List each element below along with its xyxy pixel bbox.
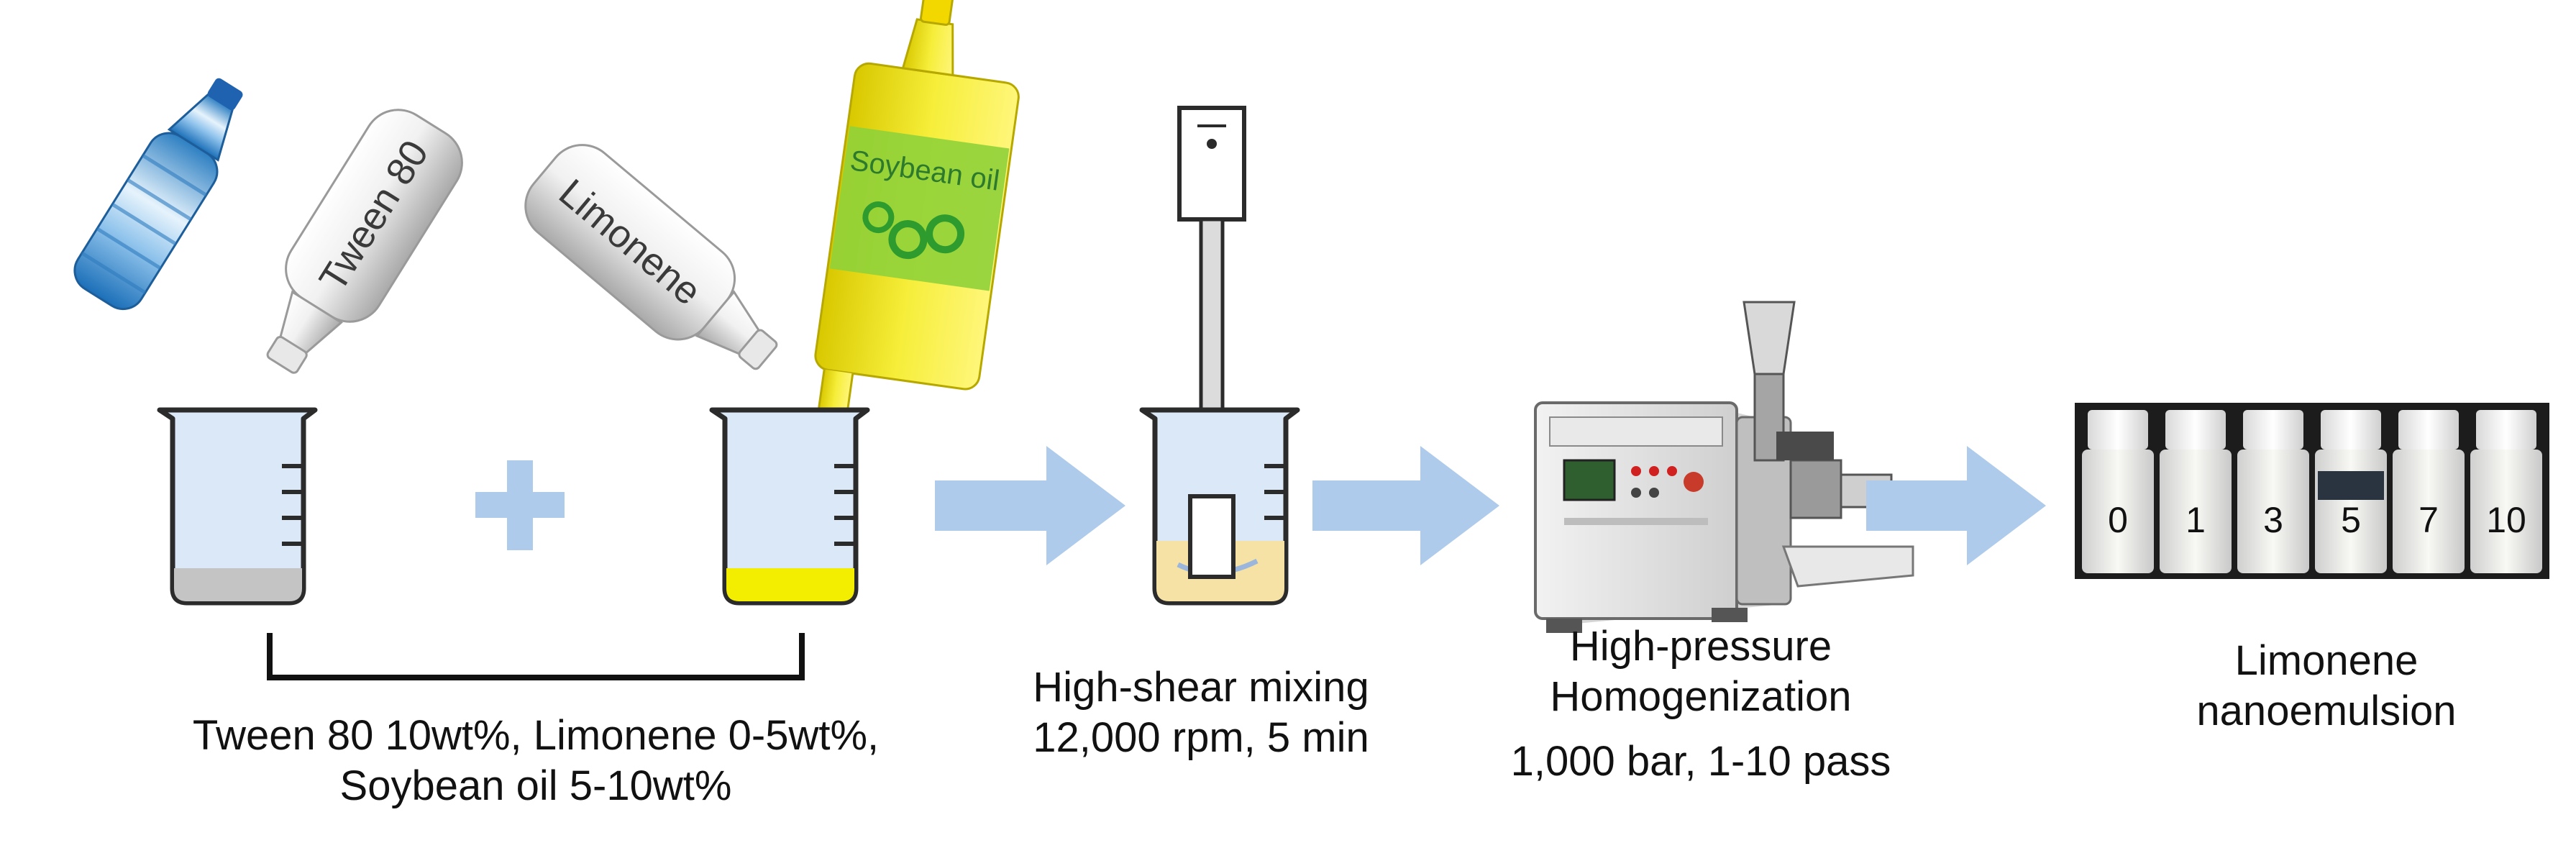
vial-label: 5 xyxy=(2341,500,2361,540)
shear-caption-line1: High-shear mixing xyxy=(1033,664,1369,711)
vial-body xyxy=(2393,450,2465,573)
arrow-2-icon xyxy=(1312,446,1499,565)
vial-body xyxy=(2082,450,2154,573)
vial-body xyxy=(2470,450,2542,573)
mixer-head xyxy=(1188,494,1236,579)
hph-caption-line2: Homogenization xyxy=(1550,673,1851,720)
mixture-caption-line2: Soybean oil 5-10wt% xyxy=(340,762,732,809)
vial: 7 xyxy=(2393,410,2465,573)
vial: 0 xyxy=(2082,410,2154,573)
shear-caption-line2: 12,000 rpm, 5 min xyxy=(1033,714,1369,761)
beaker-oil-icon xyxy=(709,407,870,606)
vial-cap xyxy=(2398,410,2459,450)
product-caption-line1: Limonene xyxy=(2235,637,2419,684)
hph-caption-line3: 1,000 bar, 1-10 pass xyxy=(1511,738,1891,785)
vial-band xyxy=(2318,471,2384,500)
vial-body xyxy=(2237,450,2309,573)
vial-cap xyxy=(2476,410,2536,450)
vial: 1 xyxy=(2160,410,2232,573)
vial-label: 10 xyxy=(2486,500,2526,540)
vial-label: 1 xyxy=(2186,500,2206,540)
plus-icon xyxy=(475,460,565,550)
vial-cap xyxy=(2321,410,2381,450)
arrow-1-icon xyxy=(935,446,1125,565)
vial-cap xyxy=(2088,410,2148,450)
water-bottle-icon xyxy=(73,78,243,311)
hph-caption-line1: High-pressure xyxy=(1570,623,1832,670)
vial-cap xyxy=(2243,410,2303,450)
limonene-bottle-icon: Limonene xyxy=(524,144,778,370)
homogenizer-machine-icon xyxy=(1534,301,1914,633)
vial-label: 7 xyxy=(2419,500,2439,540)
product-caption-line2: nanoemulsion xyxy=(2196,688,2456,734)
mixture-caption-line1: Tween 80 10wt%, Limonene 0-5wt%, xyxy=(193,712,879,759)
nanoemulsion-vials-photo: 0 1 3 5 7 10 xyxy=(2075,403,2549,579)
combine-bracket xyxy=(267,633,805,680)
soybean-oil-bottle-icon: Soybean oil xyxy=(814,0,1020,425)
vial-label: 0 xyxy=(2108,500,2128,540)
vial: 3 xyxy=(2237,410,2309,573)
vial-cap xyxy=(2165,410,2226,450)
vial: 5 xyxy=(2315,410,2387,573)
vial-label: 3 xyxy=(2263,500,2283,540)
tween-bottle-icon: Tween 80 xyxy=(266,109,463,374)
beaker-aqueous-icon xyxy=(157,407,318,606)
arrow-3-icon xyxy=(1866,446,2046,565)
vial: 10 xyxy=(2470,410,2542,573)
vial-body xyxy=(2160,450,2232,573)
